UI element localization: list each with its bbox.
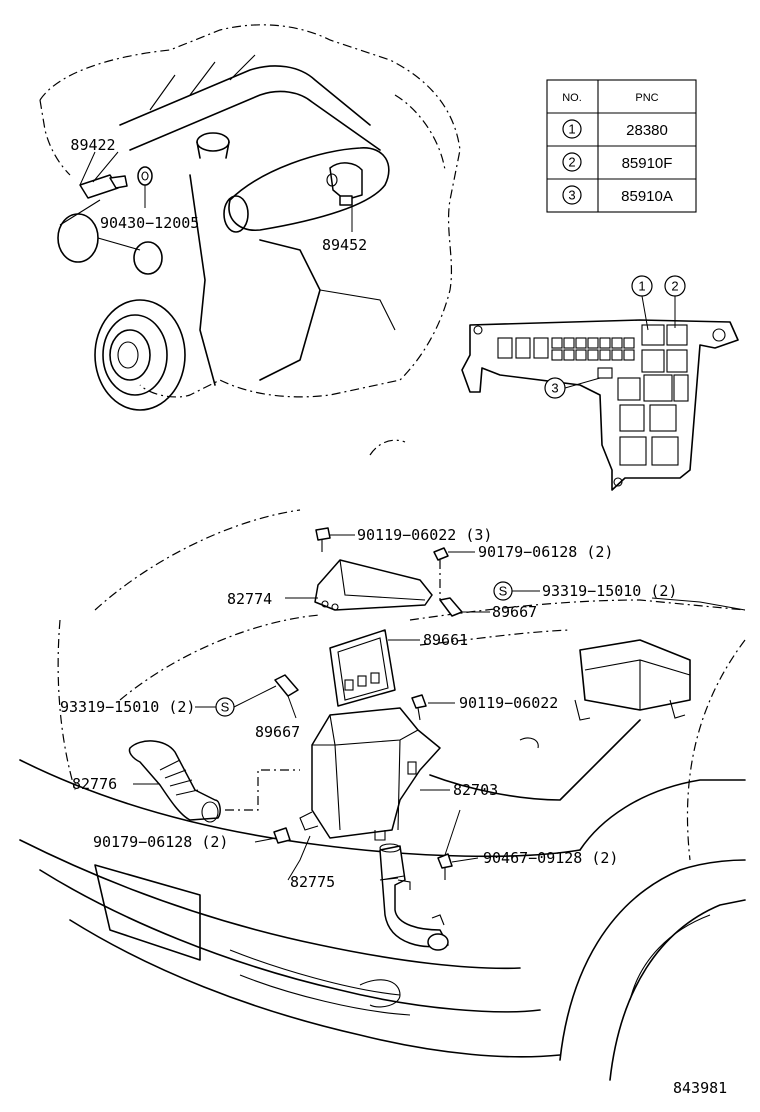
label-90179-06128-lower: 90179−06128 (2): [93, 833, 228, 851]
washer-90430: [137, 166, 153, 186]
table-row-no: 1: [568, 122, 575, 137]
cover-82774: [314, 559, 433, 611]
label-90119-06022: 90119−06022: [459, 694, 558, 712]
s-mark-lower: S: [215, 697, 235, 717]
duct-82775: [379, 843, 449, 951]
table-row-pnc: 28380: [626, 122, 668, 139]
bracket-89667-upper: [439, 597, 463, 617]
ecu-assembly: [128, 527, 463, 951]
label-82776: 82776: [72, 775, 117, 793]
fuse-row: [497, 337, 635, 361]
hose-82776: [128, 740, 221, 823]
car-body: [19, 439, 746, 1081]
sensor-89452: [326, 162, 363, 206]
label-89422: 89422: [70, 136, 115, 154]
pnc-table: NO. PNC 1 28380 2 85910F 3 85910A: [546, 79, 697, 213]
label-89661: 89661: [423, 631, 468, 649]
label-90119-06022-3: 90119−06022 (3): [357, 526, 492, 544]
table-header-pnc: PNC: [635, 92, 658, 104]
label-82774: 82774: [227, 590, 272, 608]
bolt-90119-right: [411, 694, 427, 709]
label-93319-15010-upper: 93319−15010 (2): [542, 582, 677, 600]
label-89667-lower: 89667: [255, 723, 300, 741]
bolt-90119-top: [315, 527, 331, 541]
label-89452: 89452: [322, 236, 367, 254]
case-82703: [299, 707, 441, 841]
table-row-no: 3: [568, 188, 575, 203]
table-row-pnc: 85910F: [622, 155, 673, 172]
label-90467-09128: 90467−09128 (2): [483, 849, 618, 867]
label-90179-06128-upper: 90179−06128 (2): [478, 543, 613, 561]
bracket-89667-lower: [274, 674, 299, 697]
engine-drawing: [39, 24, 461, 411]
s-mark-upper: S: [493, 581, 513, 601]
right-bracket: [574, 639, 691, 721]
svg-text:S: S: [499, 584, 508, 599]
crank-pulley: [94, 299, 186, 411]
table-row-no: 2: [568, 155, 575, 170]
label-93319-15010-lower: 93319−15010 (2): [60, 698, 195, 716]
nut-90179-lower: [273, 827, 291, 844]
svg-text:S: S: [221, 700, 230, 715]
table-row-pnc: 85910A: [621, 188, 673, 205]
computer-89661: [329, 629, 396, 707]
table-header-no: NO.: [562, 92, 582, 104]
label-89667-upper: 89667: [492, 603, 537, 621]
relay-callout-3: 3: [551, 381, 558, 396]
relay-callout-2: 2: [671, 279, 678, 294]
relay-block: 1 2 3: [461, 275, 739, 491]
label-82703: 82703: [453, 781, 498, 799]
leader-lines: [133, 534, 746, 881]
label-90430-12005: 90430−12005: [100, 214, 199, 232]
relay-callout-1: 1: [638, 279, 645, 294]
part-labels: 89422 90430−12005 89452 90119−06022 (3) …: [60, 136, 727, 1097]
bolt-90467: [437, 853, 453, 869]
nut-90179-top: [433, 547, 449, 561]
sensor-89422: [79, 174, 128, 199]
diagram-number: 843981: [673, 1079, 727, 1097]
label-82775: 82775: [290, 873, 335, 891]
